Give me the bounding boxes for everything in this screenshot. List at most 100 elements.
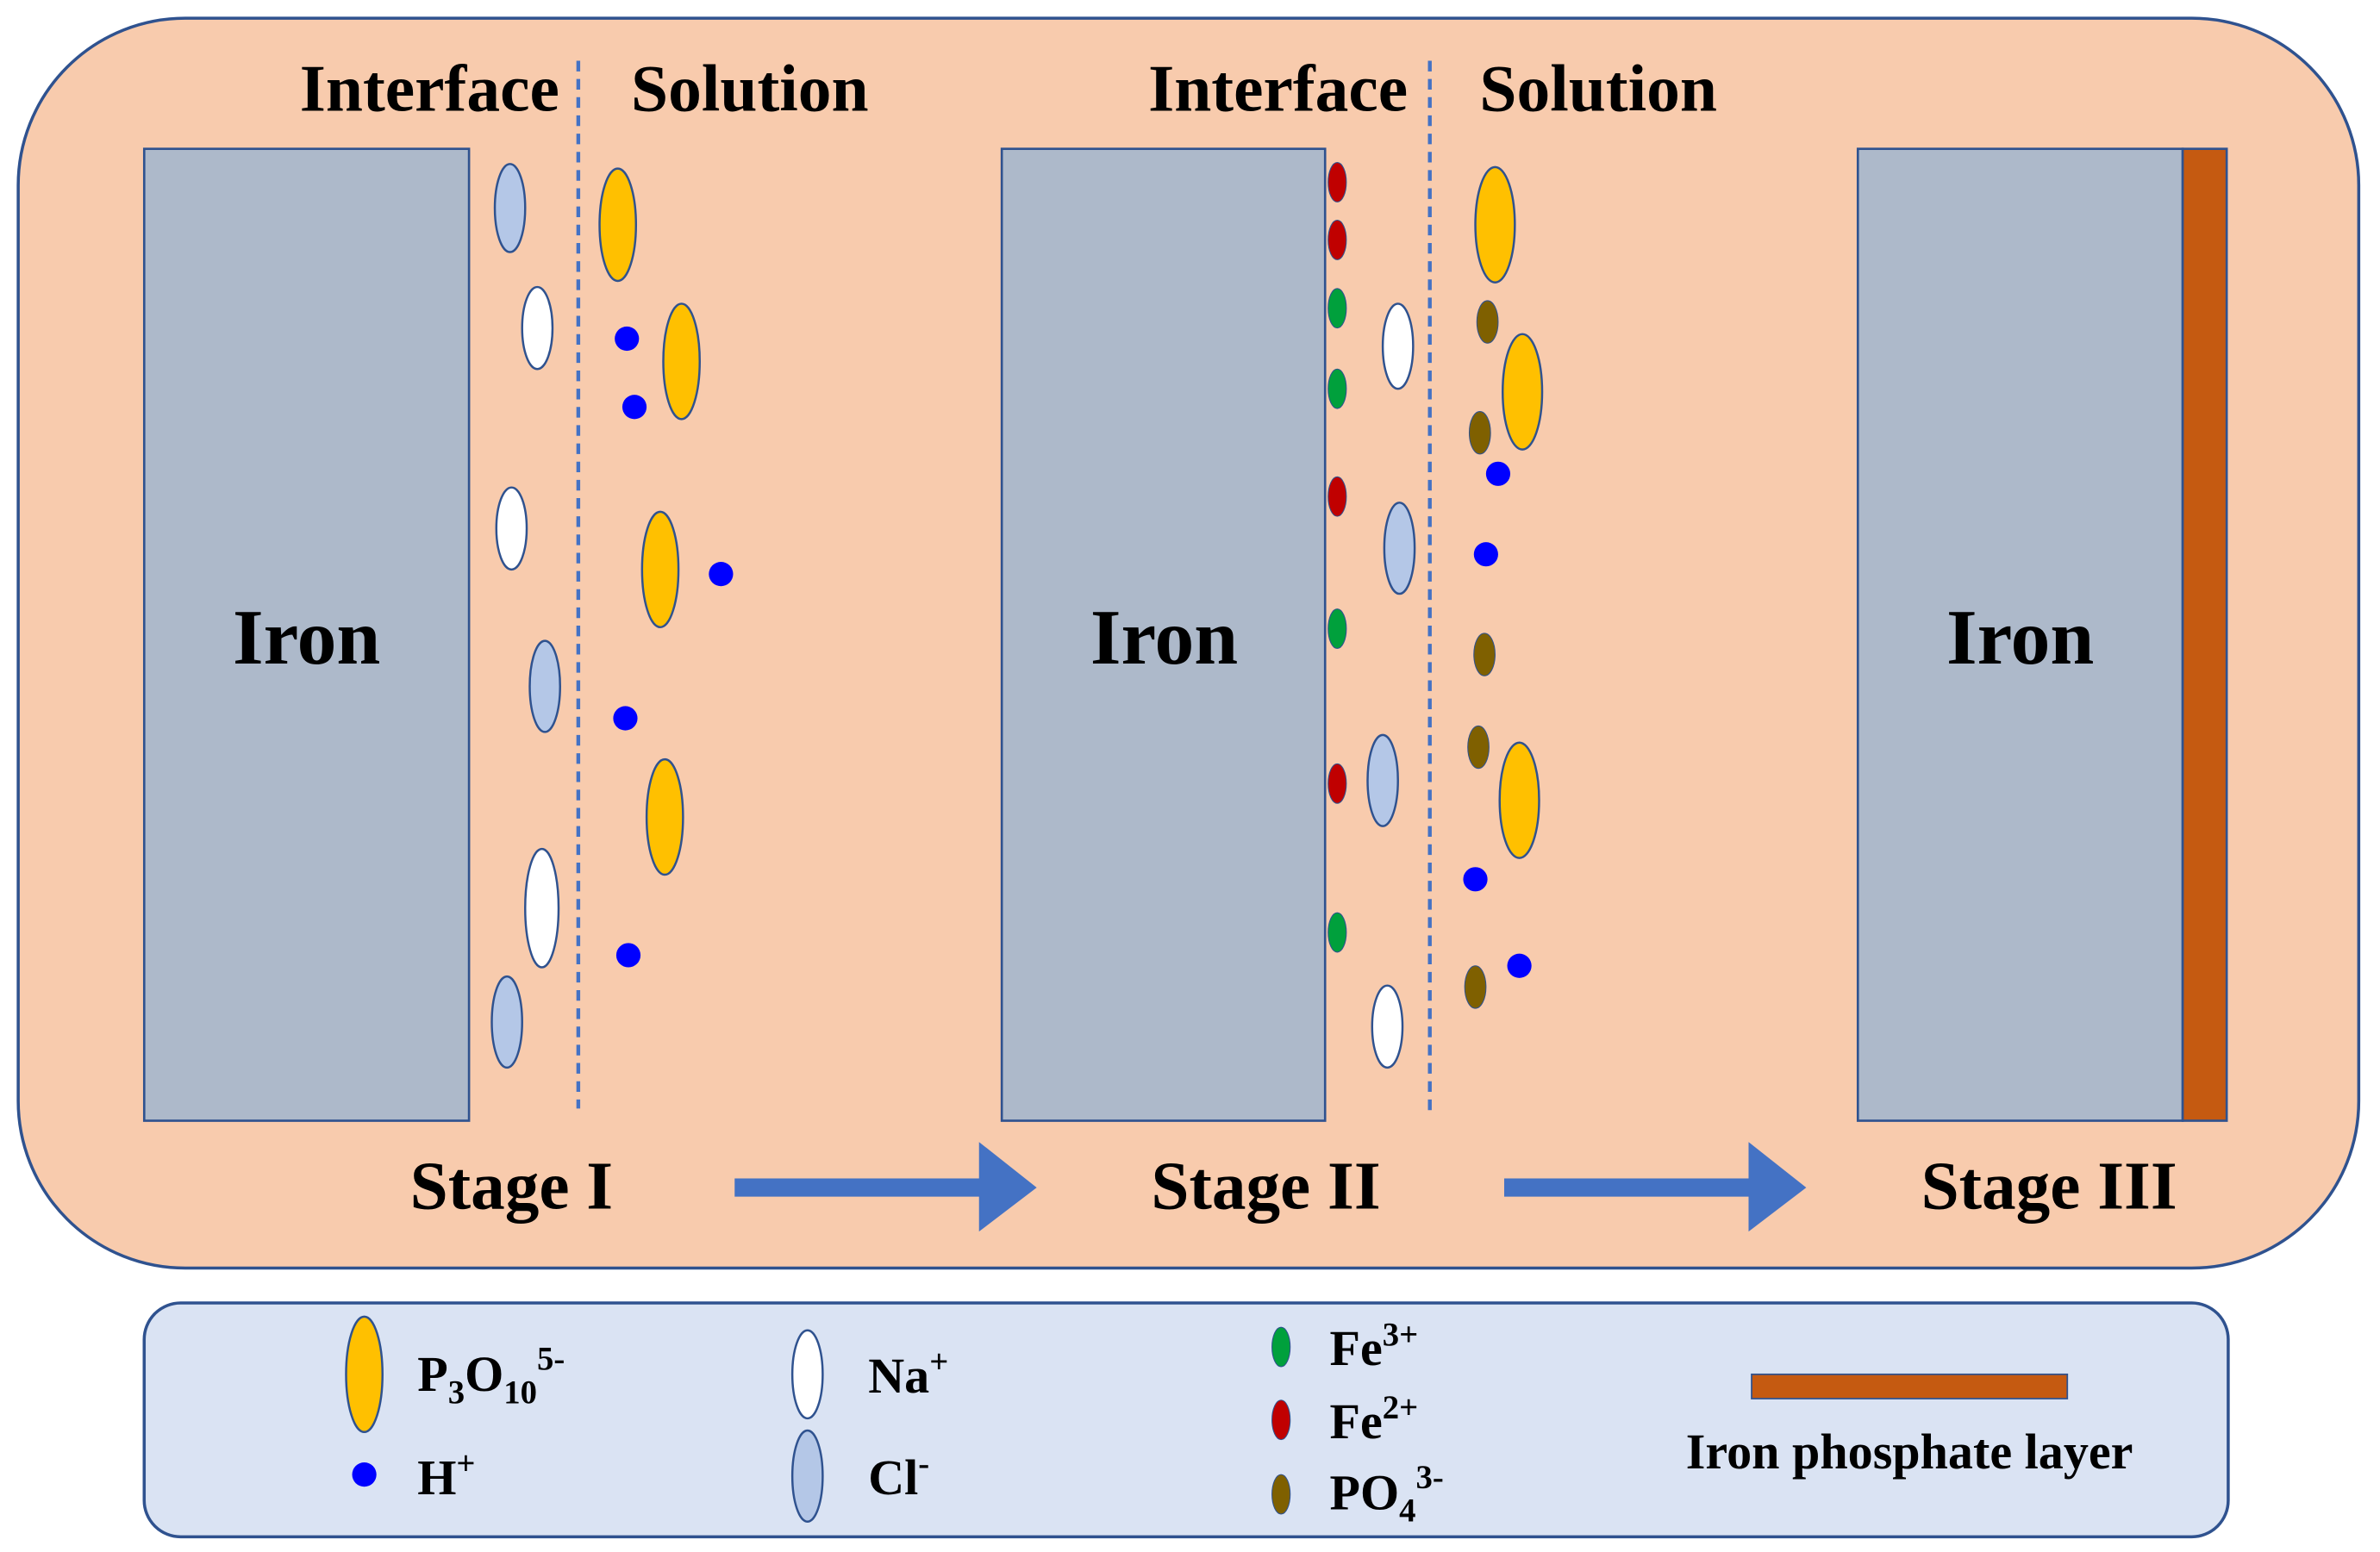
stage-2-label: Stage II (1151, 1149, 1380, 1225)
stage-1: Interface Solution Iron Stage I (142, 52, 869, 1225)
formula-part: P (417, 1346, 448, 1402)
po4-ion (1464, 965, 1487, 1009)
formula-part: PO (1329, 1465, 1399, 1521)
legend: P3O105- H+ Na+ Cl- Fe3+ Fe2+ PO43- Iron … (142, 1301, 2230, 1539)
p3o10-ion (598, 167, 638, 283)
formula-part: Cl (868, 1449, 918, 1505)
stage-2-iron-label: Iron (1090, 593, 1238, 681)
h-ion (1507, 953, 1532, 978)
stage-2-interface-label: Interface (1148, 52, 1408, 126)
h-ion (1473, 542, 1498, 567)
fe2-ion (1327, 162, 1347, 203)
formula-part: Fe (1329, 1320, 1382, 1376)
stage-1-iron-block (142, 147, 471, 1122)
iron-phosphate-layer (2181, 147, 2228, 1122)
stage-3: Iron Stage III (1856, 147, 2228, 1225)
po4-ion (1473, 633, 1496, 676)
legend-fe2-label: Fe2+ (1329, 1389, 1418, 1449)
legend-h-label: H+ (417, 1445, 475, 1505)
stage-1-label: Stage I (410, 1149, 613, 1225)
arrow-1-shaft (734, 1178, 981, 1197)
h-ion (1485, 461, 1511, 486)
p3o10-ion (640, 510, 680, 629)
formula-part: O (465, 1346, 503, 1402)
cl-ion (490, 975, 523, 1069)
stage-2-iron-block (1000, 147, 1327, 1122)
legend-fe3-label: Fe3+ (1329, 1316, 1418, 1376)
formula-part: Na (868, 1348, 929, 1404)
h-ion (622, 395, 647, 420)
legend-fe2-swatch (1271, 1399, 1291, 1441)
fe2-ion (1327, 763, 1347, 804)
stage-1-iron-label: Iron (233, 593, 380, 681)
legend-p3o10-swatch (345, 1315, 384, 1434)
legend-na-label: Na+ (868, 1343, 948, 1404)
fe2-ion (1327, 219, 1347, 260)
fe2-ion (1327, 476, 1347, 517)
stage-3-iron-block (1856, 147, 2184, 1122)
legend-po4-swatch (1271, 1474, 1291, 1515)
formula-superscript: 3- (1416, 1459, 1444, 1496)
legend-na-swatch (790, 1329, 824, 1420)
legend-iron-phosphate-label: Iron phosphate layer (1686, 1424, 2133, 1480)
na-ion (495, 486, 528, 571)
formula-superscript: 2+ (1383, 1389, 1418, 1426)
formula-superscript: + (456, 1445, 475, 1482)
stage-2-solution-label: Solution (1479, 52, 1717, 126)
formula-superscript: 3+ (1383, 1316, 1418, 1353)
stage-3-label: Stage III (1921, 1149, 2177, 1225)
cl-ion (1383, 502, 1416, 595)
formula-superscript: - (918, 1445, 929, 1482)
na-ion (521, 285, 554, 371)
legend-iron-phosphate-swatch (1751, 1373, 2069, 1399)
cl-ion (1366, 733, 1399, 827)
p3o10-ion (1498, 741, 1540, 859)
stage-2: Interface Solution Iron Stage II (1000, 52, 1717, 1225)
formula-subscript: 3 (448, 1374, 465, 1411)
formula-superscript: + (929, 1343, 948, 1381)
formula-part: Fe (1329, 1393, 1382, 1449)
formula-subscript: 10 (503, 1374, 537, 1411)
po4-ion (1467, 725, 1490, 770)
h-ion (615, 326, 640, 352)
p3o10-ion (645, 757, 684, 876)
fe3-ion (1327, 912, 1347, 953)
legend-p3o10-label: P3O105- (417, 1341, 565, 1412)
arrow-2-head (1748, 1142, 1807, 1232)
legend-cl-swatch (790, 1429, 824, 1523)
p3o10-ion (1474, 165, 1516, 284)
legend-h-swatch (352, 1462, 377, 1487)
h-ion (709, 562, 734, 587)
p3o10-ion (662, 302, 701, 421)
stage-1-interface-label: Interface (300, 52, 559, 126)
legend-cl-label: Cl- (868, 1445, 929, 1505)
cl-ion (493, 163, 527, 253)
stage-3-iron-label: Iron (1946, 593, 2094, 681)
po4-ion (1476, 300, 1499, 344)
formula-superscript: 5- (537, 1341, 565, 1378)
fe3-ion (1327, 608, 1347, 650)
h-ion (615, 943, 641, 968)
p3o10-ion (1502, 333, 1544, 451)
na-ion (1381, 302, 1415, 390)
na-ion (1371, 984, 1404, 1069)
na-ion (524, 847, 560, 969)
formula-part: H (417, 1449, 456, 1505)
arrow-stage-2-to-3 (1503, 1142, 1807, 1232)
arrow-1-head (978, 1142, 1037, 1232)
fe3-ion (1327, 368, 1347, 409)
cl-ion (528, 639, 561, 733)
legend-fe3-swatch (1271, 1326, 1291, 1368)
legend-box (142, 1301, 2230, 1539)
fe3-ion (1327, 288, 1347, 329)
stage-2-ions (1327, 162, 1544, 1069)
po4-ion (1468, 411, 1491, 455)
h-ion (1463, 867, 1488, 892)
h-ion (613, 706, 638, 731)
arrow-2-shaft (1503, 1178, 1751, 1197)
legend-swatches (345, 1315, 1291, 1523)
arrow-stage-1-to-2 (734, 1142, 1037, 1232)
formula-subscript: 4 (1399, 1493, 1415, 1530)
stage-1-solution-label: Solution (631, 52, 869, 126)
